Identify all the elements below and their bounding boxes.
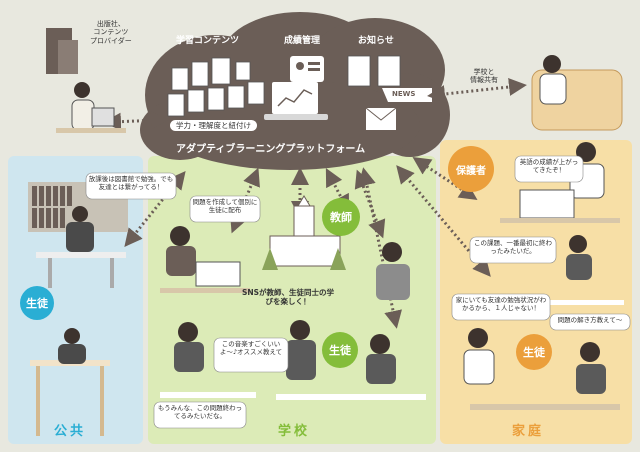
parent-on-sofa (531, 55, 623, 131)
school-students (160, 320, 426, 400)
content-book-icons (167, 57, 265, 117)
library-bubble: 放課後は図書館で勉強。でも友達とは繋がってる！ (88, 175, 174, 191)
cloud-tag: 学力・理解度と紐付け (170, 120, 257, 131)
first-done-bubble: この課題、一番最初に終わったみたいだ。 (474, 239, 552, 255)
publisher-label: 出版社、 コンテンツ プロバイダー (90, 20, 132, 45)
publisher-label-line: プロバイダー (90, 36, 132, 45)
student-home-badge: 生徒 (516, 334, 552, 370)
student-public-badge: 生徒 (20, 286, 54, 320)
parent-share-line: 情報共有 (470, 76, 498, 85)
teacher-man (376, 242, 410, 300)
cafe-student (30, 328, 110, 436)
library-student (36, 206, 126, 288)
father-figure (500, 142, 620, 223)
guardian-badge: 保護者 (448, 146, 494, 192)
notice-icons (347, 55, 432, 130)
home-students (463, 235, 624, 410)
teacher-woman (160, 226, 250, 293)
school-building (262, 195, 346, 270)
publisher-building-icon (46, 28, 78, 74)
cloud-grades-label: 成績管理 (284, 36, 321, 46)
solve-bubble: 問題の解き方教えて〜 (557, 316, 623, 324)
friends-bubble: 家にいても友達の勉強状況がわかるから、１人じゃない！ (455, 296, 547, 312)
parent-share-line: 学校と (473, 68, 495, 76)
teacher-badge: 教師 (322, 198, 360, 236)
cloud-notice-label: お知らせ (358, 36, 394, 46)
speech-bubbles (85, 155, 631, 429)
publisher-label-line: 出版社、 (96, 20, 125, 28)
platform-title: アダプティブラーニングプラットフォーム (176, 144, 366, 155)
done-bubble: もうみんな、この問題終わってるみたいだな。 (157, 404, 243, 420)
music-bubble: この音楽すごくいいよ〜♪オススメ教えて (219, 340, 283, 356)
parent-share-label: 学校と 情報共有 (470, 68, 498, 85)
sns-caption: SNSが教師、生徒同士の学びを楽しく！ (241, 288, 335, 306)
publisher-person (56, 82, 126, 133)
public-area-title: 公共 (54, 424, 87, 439)
home-area-title: 家庭 (512, 424, 545, 439)
school-area-title: 学校 (278, 424, 311, 439)
grades-icons (264, 56, 328, 120)
publisher-label-line: コンテンツ (93, 28, 129, 37)
grades-up-bubble: 英語の成績が上がってきたぞ！ (519, 158, 579, 174)
teacher-bubble: 問題を作成して個別に生徒に配布 (192, 198, 258, 214)
student-school-badge: 生徒 (322, 332, 358, 368)
cloud-content-label: 学習コンテンツ (176, 36, 240, 46)
news-label: NEWS (392, 90, 416, 98)
